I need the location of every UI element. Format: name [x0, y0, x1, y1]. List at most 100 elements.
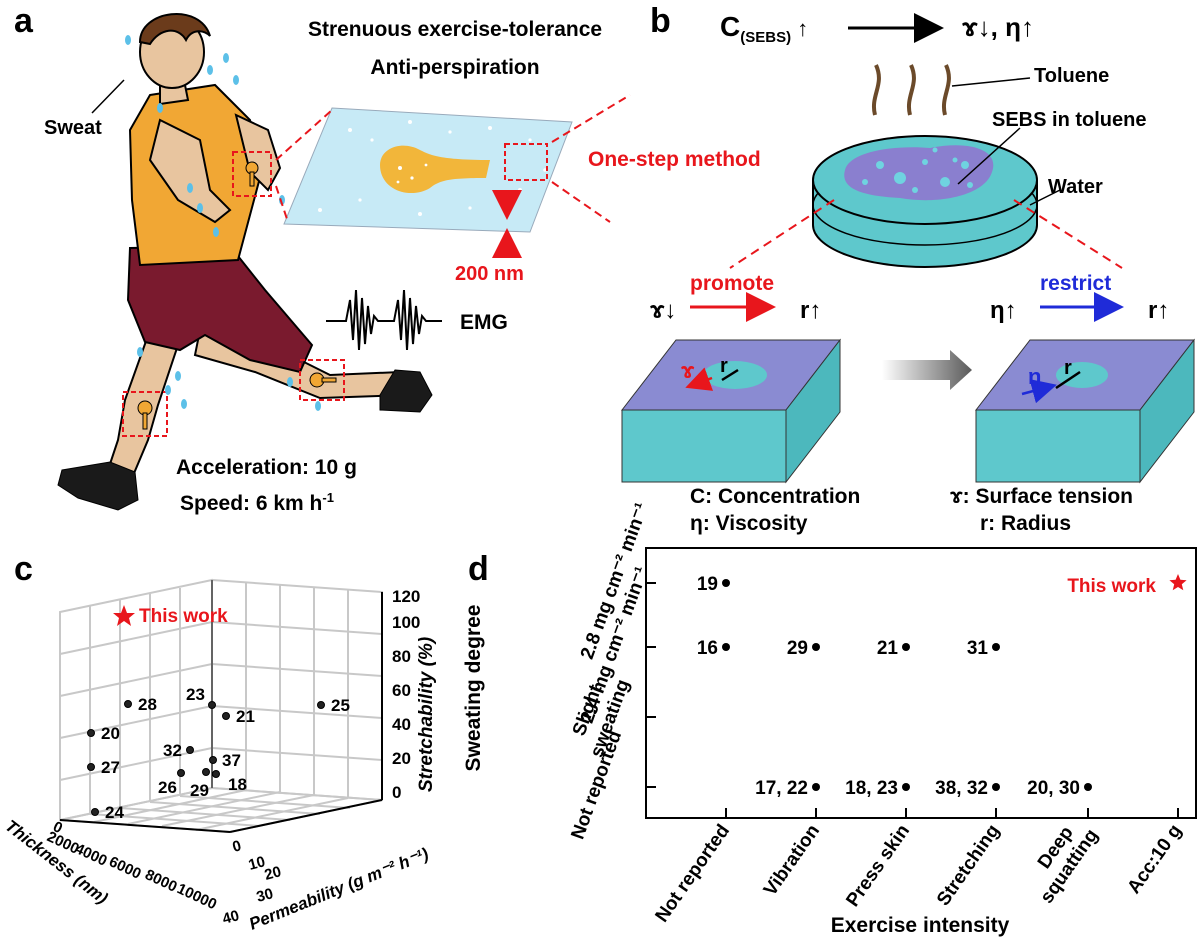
- x-category-label: Stretching: [933, 821, 1004, 910]
- point-26: [177, 769, 185, 777]
- this-work-star-3d: [113, 605, 135, 626]
- y-axis-label: Permeability (g m⁻² h⁻¹): [246, 844, 431, 934]
- label-18: 18: [228, 775, 247, 794]
- data-point-label: 29: [787, 638, 808, 659]
- sweat-label: Sweat: [44, 117, 102, 139]
- panel-d-letter: d: [468, 550, 489, 588]
- y-tick: 0: [231, 837, 243, 856]
- sebs-label: SEBS in toluene: [992, 109, 1146, 131]
- emg-label: EMG: [460, 311, 508, 334]
- x-category-label: Press skin: [842, 821, 914, 911]
- permeability-axis: [229, 799, 383, 833]
- data-point-label: 20, 30: [1027, 778, 1080, 799]
- z-tick: 100: [392, 613, 420, 632]
- x-tick: 10000: [174, 880, 219, 913]
- chart-y-axis-title: Sweating degree: [462, 605, 485, 772]
- label-21: 21: [236, 707, 255, 726]
- left-to: r↑: [800, 297, 821, 324]
- data-point-label: 18, 23: [845, 778, 898, 799]
- point-20: [87, 729, 95, 737]
- legend-radius: r: Radius: [980, 512, 1071, 535]
- sebs-pointer: [957, 127, 1021, 185]
- promote-label: promote: [690, 272, 774, 295]
- point-28: [124, 700, 132, 708]
- data-point-label: 38, 32: [935, 778, 988, 799]
- x-category-label: Acc:10 g: [1123, 821, 1186, 898]
- this-work-label: This work: [1067, 576, 1156, 597]
- point-37: [209, 756, 217, 764]
- formula-result: ɤ↓, η↑: [962, 12, 1034, 42]
- petri-dish: [812, 64, 1038, 268]
- block-right-eta: η: [1028, 364, 1041, 389]
- panel-c: c 0 20 40 60 80 100 120 Stret: [2, 550, 437, 934]
- formula-concentration: C(SEBS) ↑: [720, 11, 808, 46]
- x-category-text: Vibration: [760, 821, 824, 900]
- panel-b: b C(SEBS) ↑ ɤ↓, η↑ Toluene SEBS in tolue…: [588, 2, 1196, 535]
- z-tick: 120: [392, 587, 420, 606]
- data-point-label: 19: [697, 574, 718, 595]
- data-point-label: 31: [967, 638, 989, 659]
- z-tick: 60: [392, 681, 411, 700]
- data-point: [992, 643, 1000, 651]
- panel-a: a Strenuous exercise-tolerance Anti-pers…: [14, 2, 631, 515]
- z-tick: 40: [392, 715, 411, 734]
- emg-waveform: [326, 289, 442, 351]
- this-work-label-3d: This work: [139, 606, 228, 627]
- thickness-axis: [59, 819, 231, 833]
- label-24: 24: [105, 803, 124, 822]
- point-21: [222, 712, 230, 720]
- panel-a-letter: a: [14, 2, 34, 40]
- x-tick: 4000: [72, 840, 109, 870]
- label-29: 29: [190, 781, 209, 800]
- point-27: [87, 763, 95, 771]
- data-point: [1084, 783, 1092, 791]
- x-category-label: Vibration: [760, 821, 824, 900]
- data-point-label: 16: [697, 638, 718, 659]
- legend-concentration: C: Concentration: [690, 485, 860, 508]
- panel-a-title-line2: Anti-perspiration: [370, 56, 539, 79]
- y-tick: 40: [221, 907, 242, 928]
- point-18: [212, 770, 220, 778]
- z-axis-label: Stretchability (%): [416, 637, 437, 792]
- speed-label: Speed: 6 km h-1: [180, 490, 334, 515]
- z-tick: 20: [392, 749, 411, 768]
- panel-c-letter: c: [14, 550, 33, 588]
- panel-a-title-line1: Strenuous exercise-tolerance: [308, 18, 602, 41]
- scatter3d-points: 28 20 27 24 23 21 32 37 26 29 18 25: [87, 685, 350, 822]
- block-left-r: r: [720, 355, 728, 377]
- y-tick: 10: [247, 853, 268, 874]
- block-left: [620, 338, 842, 484]
- runner-illustration: [57, 13, 433, 511]
- label-27: 27: [101, 758, 120, 777]
- zoom-line-left: [729, 199, 835, 269]
- label-28: 28: [138, 695, 157, 714]
- point-29: [202, 768, 210, 776]
- label-32: 32: [163, 741, 182, 760]
- point-25: [317, 701, 325, 709]
- water-pointer: [1029, 189, 1061, 206]
- transition-arrow: [882, 350, 972, 390]
- x-category-text: Press skin: [842, 821, 914, 911]
- plot-frame: [645, 547, 1197, 819]
- block-left-gamma: ɤ: [681, 358, 695, 383]
- data-point: [722, 579, 730, 587]
- sweat-pointer-line: [91, 79, 125, 114]
- data-point: [812, 783, 820, 791]
- panel-b-letter: b: [650, 2, 671, 40]
- y-tick: 20: [263, 863, 284, 884]
- data-point-label: 21: [877, 638, 899, 659]
- data-point: [902, 783, 910, 791]
- legend-viscosity: η: Viscosity: [690, 512, 808, 535]
- x-category-text: Stretching: [933, 821, 1004, 910]
- acceleration-label: Acceleration: 10 g: [176, 456, 357, 479]
- block-right-r: r: [1064, 357, 1072, 379]
- label-26: 26: [158, 778, 177, 797]
- label-20: 20: [101, 724, 120, 743]
- x-category-text: Acc:10 g: [1123, 821, 1186, 898]
- x-tick: 6000: [106, 853, 143, 883]
